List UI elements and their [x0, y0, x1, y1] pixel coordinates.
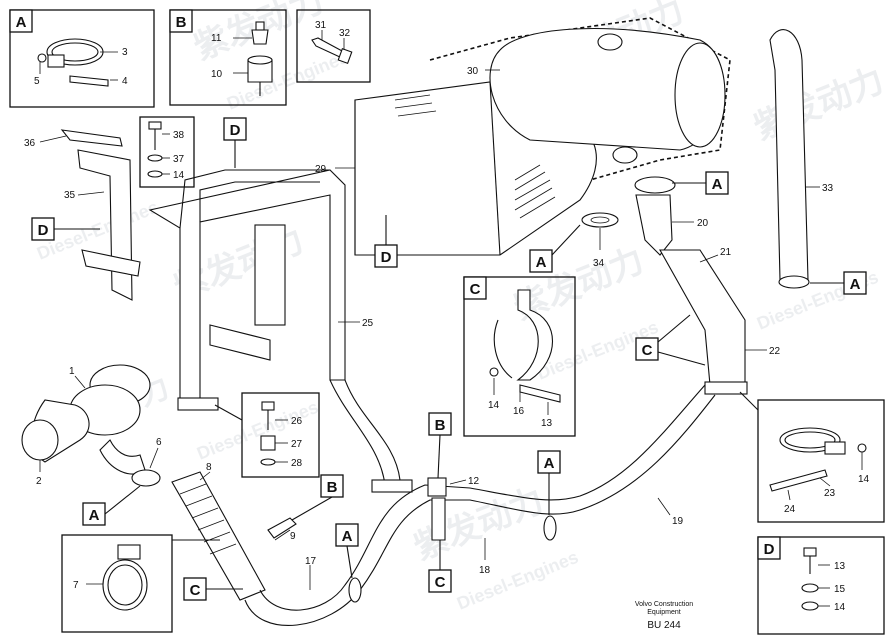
callout-8: 8	[206, 462, 212, 473]
support-frame: 25	[148, 169, 413, 493]
inset-b-mount: B 11 10	[169, 9, 287, 106]
tag-b-pipe-mid: B	[428, 412, 452, 479]
callout-20: 20	[697, 218, 709, 229]
callout-10: 10	[211, 69, 223, 80]
tag-c-pipe-left: C	[183, 577, 243, 601]
callout-24: 24	[784, 504, 796, 515]
footer-line2: Equipment	[647, 609, 681, 616]
callout-19: 19	[672, 516, 684, 527]
watermark-sub: Diesel-Engines	[454, 547, 581, 614]
callout-23: 23	[824, 488, 836, 499]
callout-37: 37	[173, 154, 185, 165]
callout-18: 18	[479, 565, 491, 576]
callout-9: 9	[290, 531, 296, 542]
inset-c-label: C	[470, 281, 481, 298]
inset-a-label: A	[16, 14, 27, 31]
inset-mount-stack: 26 27 28	[241, 392, 320, 478]
watermark-sub: Diesel-Engines	[224, 47, 351, 114]
tag-d-frame: D	[223, 117, 247, 168]
muffler: 30	[429, 17, 731, 194]
callout-26: 26	[291, 416, 303, 427]
callout-28: 28	[291, 458, 303, 469]
footer-code: BU 244	[647, 620, 681, 631]
callout-3: 3	[122, 47, 128, 58]
callout-17: 17	[305, 556, 317, 567]
callout-38: 38	[173, 130, 185, 141]
gasket: 34 A	[529, 212, 619, 273]
tag-a-pipe-right-label: A	[544, 455, 555, 472]
leader-a-right	[739, 391, 759, 411]
callout-36: 36	[24, 138, 36, 149]
inset-bolt-sleeve: 31 32	[296, 9, 371, 83]
callout-11: 11	[211, 33, 222, 44]
tag-d-frame-label: D	[230, 122, 241, 139]
callout-27: 27	[291, 439, 303, 450]
inset-a-v-clamp: 14 23 24	[757, 399, 885, 523]
callout-31: 31	[315, 20, 327, 31]
callout-2: 2	[36, 476, 42, 487]
callout-6: 6	[156, 437, 162, 448]
inset-b-label: B	[176, 14, 187, 31]
callout-14: 14	[173, 170, 185, 181]
callout-1: 1	[69, 366, 75, 377]
inset-d-screw: D 13 15 14	[757, 536, 885, 635]
tag-b-pipe: B	[291, 474, 344, 521]
footer-line1: Volvo Construction	[635, 601, 693, 608]
main-exhaust-pipe: 17 12 18 19 9	[244, 384, 716, 626]
tag-b-pipe-label: B	[327, 479, 338, 496]
tailpipe: 33 A	[769, 29, 867, 295]
callout-25: 25	[362, 318, 374, 329]
tag-a-muffler-label: A	[712, 176, 723, 193]
tag-d-left: D	[31, 217, 100, 241]
callout-14d: 14	[834, 602, 846, 613]
leader-mount-stack	[214, 404, 243, 421]
callout-21: 21	[720, 247, 732, 258]
tag-d-left-label: D	[38, 222, 49, 239]
callout-14b: 14	[488, 400, 500, 411]
callout-30: 30	[467, 66, 479, 77]
inset-a-band-clamp: 7	[61, 534, 173, 633]
callout-13b: 13	[834, 561, 846, 572]
inset-screw-washers: 38 37 14	[139, 116, 195, 188]
callout-29: 29	[315, 164, 327, 175]
heat-shield-bracket: 36 35	[24, 129, 141, 301]
turbo-outlet-pipes: 6 8	[131, 437, 266, 601]
tag-c-bellows-label: C	[642, 342, 653, 359]
tag-c-pipe-left-label: C	[190, 582, 201, 599]
tag-a-pipe-left: A	[335, 523, 359, 579]
tag-d-shield-label: D	[381, 249, 392, 266]
muffler-inlet-pipe: 20 21 22 C	[635, 194, 781, 395]
tag-d-shield: D	[374, 215, 398, 268]
turbocharger: 1 2	[21, 364, 151, 487]
callout-4: 4	[122, 76, 128, 87]
callout-34: 34	[593, 258, 605, 269]
watermark-brand: 紫发动力	[749, 61, 889, 147]
tag-a-turbo-label: A	[89, 507, 100, 524]
callout-35: 35	[64, 190, 76, 201]
callout-32: 32	[339, 28, 351, 39]
callout-13: 13	[541, 418, 553, 429]
inset-d-label: D	[764, 541, 775, 558]
inset-c-bracket: C 14 16 13	[463, 276, 576, 437]
callout-33: 33	[822, 183, 834, 194]
tag-c-pipe-mid: C	[428, 540, 452, 593]
callout-16: 16	[513, 406, 525, 417]
callout-5: 5	[34, 76, 40, 87]
callout-12: 12	[468, 476, 480, 487]
tag-a-gasket-label: A	[536, 254, 547, 271]
tag-c-pipe-mid-label: C	[435, 574, 446, 591]
tag-a-pipe-right: A	[537, 450, 561, 515]
callout-15: 15	[834, 584, 846, 595]
tag-a-turbo: A	[82, 485, 141, 526]
tag-a-pipe-left-label: A	[342, 528, 353, 545]
tag-a-tailpipe-label: A	[850, 276, 861, 293]
callout-14c: 14	[858, 474, 870, 485]
callout-22: 22	[769, 346, 781, 357]
inset-a-clamp: A 3 5 4	[9, 9, 155, 108]
tag-a-muffler: A	[672, 171, 729, 195]
callout-7: 7	[73, 580, 79, 591]
footer: Volvo Construction Equipment BU 244	[635, 601, 693, 631]
tag-b-pipe-mid-label: B	[435, 417, 446, 434]
